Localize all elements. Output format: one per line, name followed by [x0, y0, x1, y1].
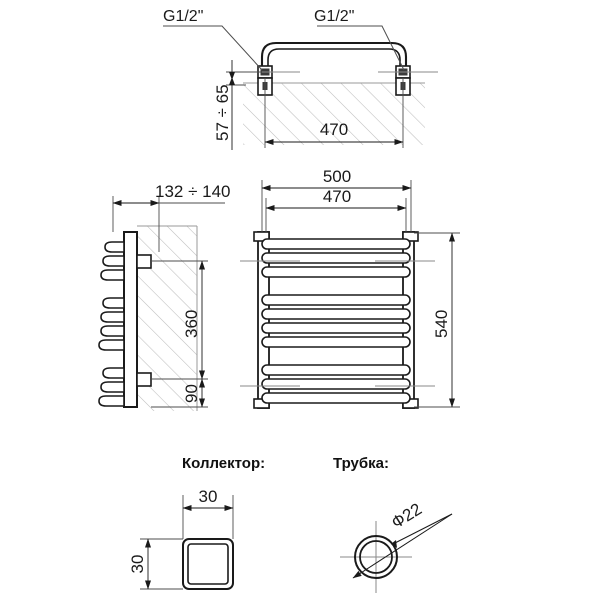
dim-connector-spacing [264, 78, 404, 148]
tube-title: Трубка: [333, 455, 389, 472]
dim-side-depth [112, 196, 225, 252]
dim-bracket-offset-text: 90 [182, 384, 201, 403]
dim-bracket-span-text: 360 [182, 310, 201, 338]
collector-title: Коллектор: [182, 455, 265, 472]
leader-thread-left [163, 25, 263, 71]
dim-collector-height-text: 30 [128, 555, 147, 574]
side-collector-bar [123, 231, 138, 408]
tube-profile [354, 535, 398, 579]
thread-label-left: G1/2" [163, 8, 203, 25]
thread-label-right: G1/2" [314, 8, 354, 25]
detail-tube: Трубка: Ф22 [333, 455, 453, 593]
dim-connector-spacing-text: 470 [320, 120, 348, 139]
front-tube-group-3 [261, 364, 411, 404]
side-bracket-lower [136, 372, 152, 387]
dim-overall-width [261, 180, 412, 232]
leader-thread-right [317, 25, 405, 71]
tube-center-lines [340, 521, 412, 593]
side-tube-group-1 [100, 241, 125, 281]
leader-tube-diameter [352, 513, 453, 579]
side-tube-group-3 [98, 367, 125, 407]
dim-bracket-span [151, 260, 208, 380]
dim-bracket-offset [151, 378, 208, 408]
front-tube-group-2 [261, 294, 411, 348]
detail-collector: Коллектор: 30 30 [128, 455, 265, 590]
dim-wall-offset [226, 60, 262, 150]
dim-tube-width [265, 198, 407, 232]
side-view: 132 ÷ 140 360 90 [98, 182, 231, 411]
side-tube-group-2 [98, 297, 125, 351]
wall-hatch-top [243, 82, 425, 145]
side-bracket-upper [136, 254, 152, 269]
dim-tube-width-text: 470 [323, 187, 351, 206]
dim-collector-width-text: 30 [199, 487, 218, 506]
dim-collector-height [140, 538, 183, 590]
dim-overall-height-text: 540 [432, 310, 451, 338]
front-tube-group-1 [261, 238, 411, 278]
dim-tube-diameter-text: Ф22 [388, 499, 425, 532]
dim-collector-width [182, 495, 234, 539]
front-view: 500 470 540 [240, 167, 460, 409]
dim-wall-offset-text: 57 ÷ 65 [213, 84, 232, 141]
top-pipe-outline [260, 41, 408, 78]
top-view: G1/2" G1/2" 57 ÷ 65 470 [163, 8, 438, 150]
front-collector-right [402, 231, 419, 409]
collector-profile [182, 538, 234, 590]
front-center-lines [240, 260, 435, 387]
dim-side-depth-text: 132 ÷ 140 [155, 182, 231, 201]
dim-overall-width-text: 500 [323, 167, 351, 186]
dim-overall-height [414, 232, 460, 408]
